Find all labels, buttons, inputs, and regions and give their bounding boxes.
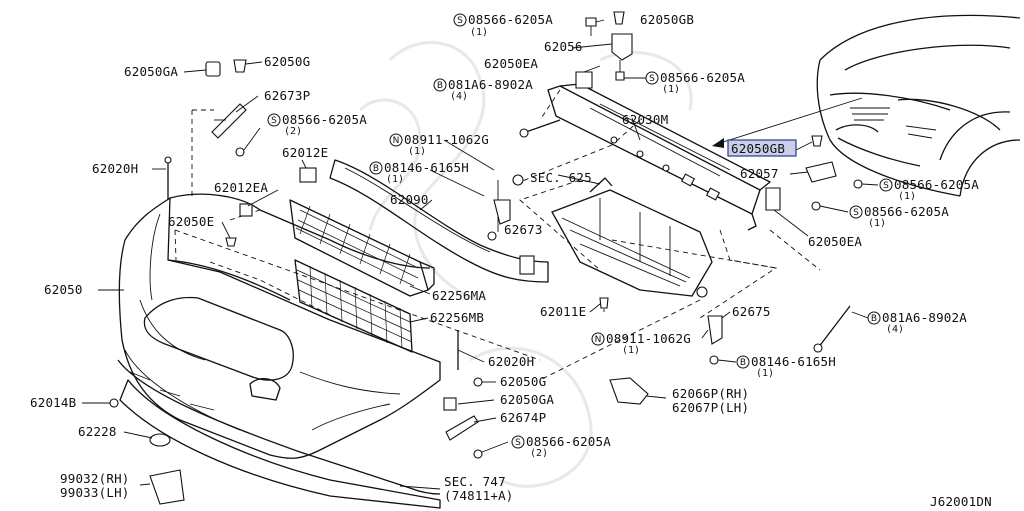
label-62012ea: 62012EA — [214, 180, 268, 195]
label-62050gb-highlight: 62050GB — [731, 141, 785, 156]
locator-arrow — [712, 97, 863, 148]
svg-text:S: S — [271, 116, 277, 126]
front-bumper-fascia-62050 — [117, 193, 441, 495]
diagram-id: J62001DN — [930, 494, 992, 509]
svg-text:S: S — [649, 74, 655, 84]
label-62066p: 62066P(RH) — [672, 386, 749, 401]
label-62050g-left: 62050G — [264, 54, 310, 69]
qty-label: (1) — [662, 84, 680, 95]
label-08566-6205a-r1: 08566-6205A — [894, 177, 979, 192]
qty-label: (2) — [284, 126, 302, 137]
label-08146-6165h-top: 08146-6165H — [384, 160, 469, 175]
dashed-assembly-lines — [174, 89, 821, 381]
label-62067p: 62067P(LH) — [672, 400, 749, 415]
svg-text:B: B — [871, 314, 877, 324]
svg-text:S: S — [515, 438, 521, 448]
label-08911-1062g-top: 08911-1062G — [404, 132, 489, 147]
label-62673p: 62673P — [264, 88, 310, 103]
label-62012e: 62012E — [282, 145, 328, 160]
label-081a6-8902a-top: 081A6-8902A — [448, 77, 533, 92]
svg-text:N: N — [595, 335, 602, 345]
label-08911-1062g-bot: 08911-1062G — [606, 331, 691, 346]
qty-label: (1) — [470, 27, 488, 38]
svg-text:B: B — [373, 164, 379, 174]
label-62050ea-right: 62050EA — [808, 234, 862, 249]
label-62050ga-bot: 62050GA — [500, 392, 554, 407]
qty-label: (2) — [530, 448, 548, 459]
upper-grille-62256ma — [289, 199, 435, 297]
label-08146-6165h-bot: 08146-6165H — [751, 354, 836, 369]
label-62030m: 62030M — [622, 112, 668, 127]
label-99032: 99032(RH) — [60, 471, 130, 486]
label-62014b: 62014B — [30, 395, 76, 410]
label-62228: 62228 — [78, 424, 117, 439]
label-62050e: 62050E — [168, 214, 214, 229]
svg-text:S: S — [883, 181, 889, 191]
label-62050: 62050 — [44, 282, 83, 297]
absorber-62090 — [329, 159, 549, 283]
under-bracket — [551, 177, 713, 297]
qty-label: (1) — [408, 146, 426, 157]
qty-label: (1) — [622, 345, 640, 356]
qty-label: (1) — [898, 191, 916, 202]
label-08566-6205a-mid: 08566-6205A — [660, 70, 745, 85]
label-08566-6205a-top: 08566-6205A — [468, 12, 553, 27]
bumper-reinforcement-62030m — [547, 83, 771, 231]
label-sec-747: SEC. 747 — [444, 474, 506, 489]
label-08566-6205a-r2: 08566-6205A — [864, 204, 949, 219]
label-081a6-8902a-right: 081A6-8902A — [882, 310, 967, 325]
marker-text: S — [457, 16, 463, 26]
label-62050ea-top: 62050EA — [484, 56, 538, 71]
qty-label: (1) — [756, 368, 774, 379]
label-62050g-bot: 62050G — [500, 374, 546, 389]
label-sec-625: SEC. 625 — [530, 170, 592, 185]
label-62056: 62056 — [544, 39, 583, 54]
car-outline — [816, 14, 1021, 197]
label-62050gb: 62050GB — [640, 12, 694, 27]
label-62011e: 62011E — [540, 304, 586, 319]
label-62675: 62675 — [732, 304, 771, 319]
label-62020h-left: 62020H — [92, 161, 138, 176]
lower-grille-62256mb — [294, 259, 413, 353]
svg-text:B: B — [437, 81, 443, 91]
label-62673: 62673 — [504, 222, 543, 237]
label-62020h-bot: 62020H — [488, 354, 534, 369]
qty-label: (4) — [450, 91, 468, 102]
svg-text:S: S — [853, 208, 859, 218]
label-62256ma: 62256MA — [432, 288, 486, 303]
screw-marker — [453, 13, 467, 27]
label-62057: 62057 — [740, 166, 779, 181]
part-labels: S 08566-6205A (1) 62050GB 62056 62050EA … — [30, 12, 992, 509]
label-62256mb: 62256MB — [430, 310, 484, 325]
label-08566-6205a-left: 08566-6205A — [282, 112, 367, 127]
leader-lines — [82, 19, 879, 490]
qty-label: (1) — [386, 174, 404, 185]
svg-text:N: N — [393, 136, 400, 146]
label-62090: 62090 — [390, 192, 429, 207]
watermark — [358, 41, 693, 488]
label-62050ga-left: 62050GA — [124, 64, 178, 79]
hardware — [109, 11, 863, 505]
qty-label: (4) — [886, 324, 904, 335]
svg-text:B: B — [740, 358, 746, 368]
lower-lip-62228 — [119, 379, 441, 509]
label-62674p: 62674P — [500, 410, 546, 425]
label-74811a: (74811+A) — [444, 488, 514, 503]
label-08566-6205a-bot: 08566-6205A — [526, 434, 611, 449]
qty-label: (1) — [868, 218, 886, 229]
highlight-box — [727, 139, 797, 157]
label-99033: 99033(LH) — [60, 485, 130, 500]
